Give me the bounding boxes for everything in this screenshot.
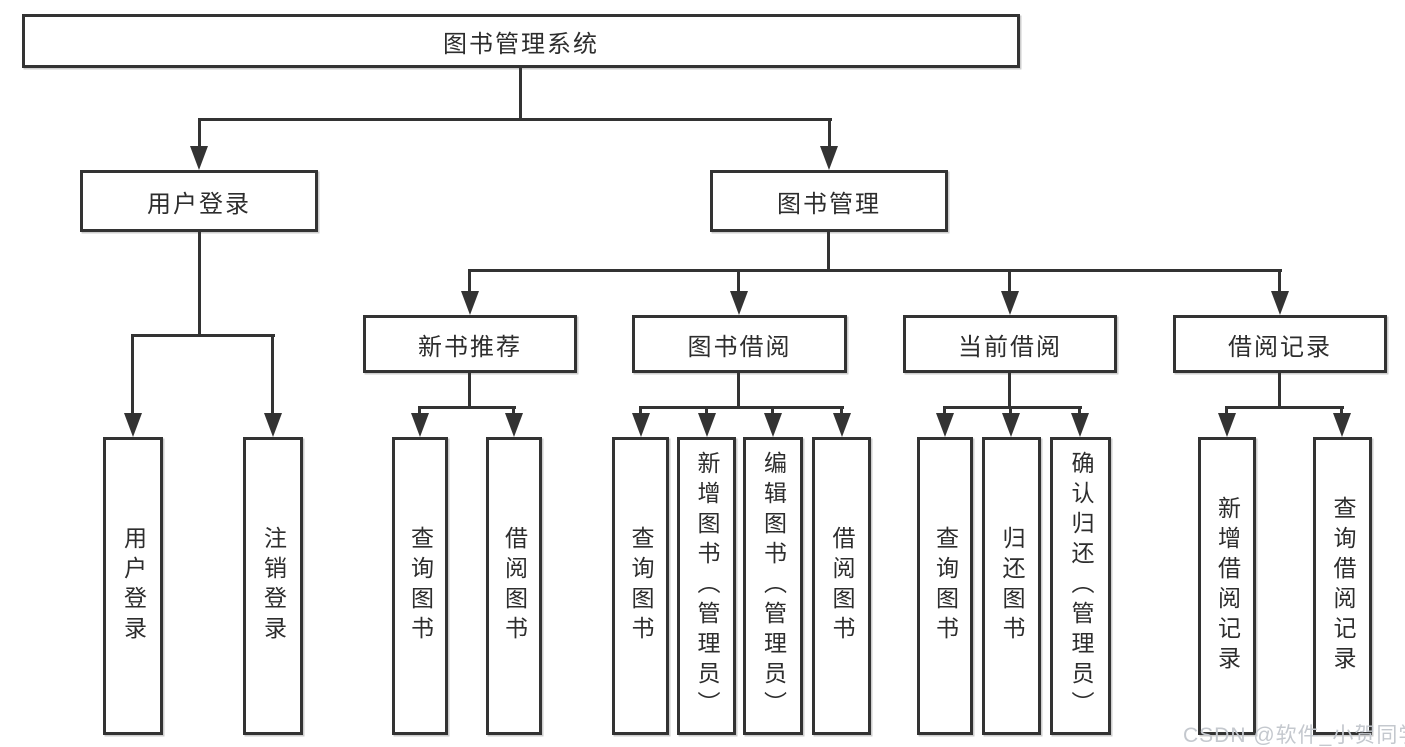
node-label: 借阅记录 bbox=[1228, 333, 1332, 361]
connector-stub-leaf bbox=[1009, 406, 1012, 416]
connector-l3-vertical bbox=[468, 373, 471, 409]
leaf-label: 注销登录 bbox=[260, 526, 287, 646]
connector-stub-leaf bbox=[1078, 406, 1081, 416]
leaf-label: 查询图书 bbox=[628, 526, 654, 646]
connector-stub-leaf bbox=[705, 406, 708, 416]
connector-stub-leaf bbox=[512, 406, 515, 416]
arrow-down-icon bbox=[1001, 291, 1019, 315]
leaf-label: 确认归还（管理员） bbox=[1068, 451, 1094, 721]
node-label: 当前借阅 bbox=[958, 333, 1062, 361]
arrow-down-icon bbox=[820, 146, 838, 170]
connector-stub-user-login bbox=[198, 118, 201, 148]
connector-stub-leaf bbox=[418, 406, 421, 416]
connector-bookmgmt-horizontal bbox=[468, 269, 1282, 272]
connector-l3-horizontal bbox=[639, 406, 844, 409]
connector-stub-l3 bbox=[468, 269, 471, 294]
connector-stub-book-management bbox=[828, 118, 831, 148]
leaf-label: 查询图书 bbox=[407, 526, 434, 646]
node-borrowing-records: 借阅记录 bbox=[1173, 315, 1387, 373]
leaf-user-login: 用户登录 bbox=[103, 437, 163, 735]
node-current-borrowing: 当前借阅 bbox=[903, 315, 1117, 373]
leaf-label: 查询图书 bbox=[932, 526, 959, 646]
leaf-query-borrow-record: 查询借阅记录 bbox=[1313, 437, 1372, 735]
node-user-login: 用户登录 bbox=[80, 170, 318, 232]
leaf-label: 新增图书（管理员） bbox=[694, 451, 720, 721]
node-label: 图书借阅 bbox=[687, 333, 792, 361]
leaf-query-books-current: 查询图书 bbox=[917, 437, 973, 735]
arrow-down-icon bbox=[833, 413, 851, 437]
leaf-edit-books-admin: 编辑图书（管理员） bbox=[743, 437, 803, 735]
leaf-label: 新增借阅记录 bbox=[1214, 496, 1241, 676]
leaf-label: 归还图书 bbox=[999, 526, 1025, 646]
connector-stub-leaf bbox=[271, 334, 274, 416]
leaf-label: 借阅图书 bbox=[829, 526, 855, 646]
arrow-down-icon bbox=[264, 413, 282, 437]
node-label: 图书管理系统 bbox=[443, 30, 599, 58]
arrow-down-icon bbox=[1071, 413, 1089, 437]
connector-stub-leaf bbox=[771, 406, 774, 416]
connector-l3-vertical bbox=[1278, 373, 1281, 409]
connector-stub-leaf bbox=[639, 406, 642, 416]
node-label: 新书推荐 bbox=[418, 333, 522, 361]
leaf-borrow-books-recommend: 借阅图书 bbox=[486, 437, 542, 735]
arrow-down-icon bbox=[1271, 291, 1289, 315]
arrow-down-icon bbox=[190, 146, 208, 170]
leaf-logout: 注销登录 bbox=[243, 437, 303, 735]
node-new-book-recommendation: 新书推荐 bbox=[363, 315, 577, 373]
leaf-add-books-admin: 新增图书（管理员） bbox=[677, 437, 736, 735]
node-book-borrowing: 图书借阅 bbox=[632, 315, 847, 373]
arrow-down-icon bbox=[505, 413, 523, 437]
node-library-management-system: 图书管理系统 bbox=[22, 14, 1020, 68]
connector-stub-l3 bbox=[737, 269, 740, 294]
connector-root-horizontal bbox=[198, 118, 832, 121]
csdn-watermark: CSDN @软件_小贺同学 bbox=[1183, 724, 1405, 747]
connector-userlogin-vertical bbox=[198, 232, 201, 336]
connector-l3-horizontal bbox=[943, 406, 1082, 409]
connector-l3-horizontal bbox=[1225, 406, 1344, 409]
arrow-down-icon bbox=[461, 291, 479, 315]
connector-stub-leaf bbox=[840, 406, 843, 416]
node-label: 图书管理 bbox=[777, 190, 881, 218]
leaf-query-books-borrowing: 查询图书 bbox=[612, 437, 669, 735]
arrow-down-icon bbox=[632, 413, 650, 437]
leaf-add-borrow-record: 新增借阅记录 bbox=[1198, 437, 1256, 735]
arrow-down-icon bbox=[1218, 413, 1236, 437]
arrow-down-icon bbox=[764, 413, 782, 437]
connector-stub-l3 bbox=[1278, 269, 1281, 294]
connector-userlogin-horizontal bbox=[131, 334, 275, 337]
leaf-return-books: 归还图书 bbox=[982, 437, 1041, 735]
connector-stub-leaf bbox=[943, 406, 946, 416]
leaf-label: 编辑图书（管理员） bbox=[760, 451, 787, 721]
connector-root-vertical bbox=[519, 68, 522, 120]
leaf-borrow-books-borrowing: 借阅图书 bbox=[812, 437, 871, 735]
leaf-label: 查询借阅记录 bbox=[1330, 496, 1356, 676]
connector-bookmgmt-vertical bbox=[827, 232, 830, 272]
leaf-confirm-return-admin: 确认归还（管理员） bbox=[1050, 437, 1111, 735]
arrow-down-icon bbox=[698, 413, 716, 437]
connector-l3-vertical bbox=[737, 373, 740, 409]
leaf-query-books-recommend: 查询图书 bbox=[392, 437, 448, 735]
arrow-down-icon bbox=[936, 413, 954, 437]
arrow-down-icon bbox=[730, 291, 748, 315]
arrow-down-icon bbox=[1002, 413, 1020, 437]
connector-l3-horizontal bbox=[418, 406, 516, 409]
leaf-label: 借阅图书 bbox=[501, 526, 528, 646]
arrow-down-icon bbox=[411, 413, 429, 437]
arrow-down-icon bbox=[1333, 413, 1351, 437]
node-book-management: 图书管理 bbox=[710, 170, 948, 232]
connector-stub-leaf bbox=[1225, 406, 1228, 416]
connector-stub-leaf bbox=[1340, 406, 1343, 416]
connector-stub-l3 bbox=[1008, 269, 1011, 294]
node-label: 用户登录 bbox=[147, 190, 251, 218]
leaf-label: 用户登录 bbox=[120, 526, 147, 646]
connector-stub-leaf bbox=[131, 334, 134, 416]
connector-l3-vertical bbox=[1008, 373, 1011, 409]
arrow-down-icon bbox=[124, 413, 142, 437]
